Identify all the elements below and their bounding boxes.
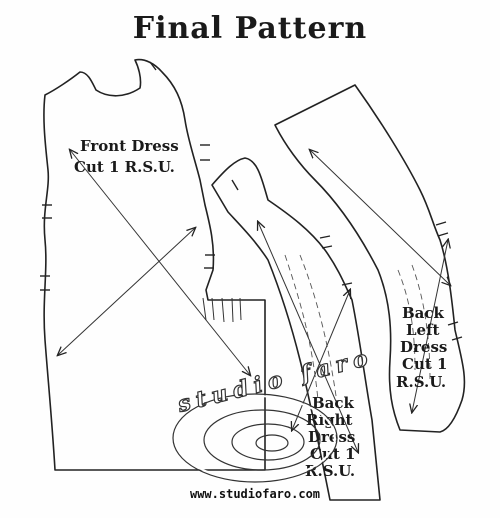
logo-ring	[255, 434, 289, 452]
dart-marks	[202, 297, 242, 323]
bias-arrow	[412, 240, 448, 412]
front-label-line1: Front Dress	[80, 137, 179, 155]
grainline-arrow	[310, 150, 450, 285]
notch	[451, 336, 463, 341]
notch	[447, 321, 459, 326]
back-right-label-line5: R.S.U.	[305, 462, 355, 480]
back-right-label-line3: Dress	[308, 428, 355, 446]
back-left-label-line2: Left	[406, 321, 440, 339]
front-label-line2: Cut 1 R.S.U.	[74, 158, 175, 176]
back-right-dress-piece: Back Right Dress Cut 1 R.S.U.	[211, 157, 381, 501]
back-left-label-line3: Dress	[400, 338, 447, 356]
notch	[149, 61, 157, 71]
front-dress-outline	[43, 58, 266, 471]
website-url: www.studiofaro.com	[190, 487, 320, 501]
logo-ring	[174, 395, 336, 481]
bias-arrow	[292, 290, 350, 430]
back-left-label-line4: Cut 1	[402, 355, 447, 373]
bias-arrow	[58, 228, 195, 355]
logo-ring	[231, 423, 305, 461]
logo-ring	[203, 409, 321, 471]
grainline-arrow	[70, 150, 250, 375]
back-right-label-line1: Back	[312, 394, 355, 412]
back-left-label-line5: R.S.U.	[396, 373, 446, 391]
back-left-dress-piece: Back Left Dress Cut 1 R.S.U.	[274, 84, 466, 433]
back-left-label-line1: Back	[402, 304, 445, 322]
notch	[319, 235, 331, 239]
back-right-label-line4: Cut 1	[310, 445, 355, 463]
logo-ring	[172, 393, 338, 483]
front-dress-piece: Front Dress Cut 1 R.S.U.	[40, 58, 266, 471]
notch	[437, 232, 449, 237]
back-right-label-line2: Right	[306, 411, 353, 429]
notch	[435, 221, 447, 226]
page-title: Final Pattern	[133, 11, 367, 46]
notch	[321, 245, 333, 249]
notch	[231, 179, 239, 191]
